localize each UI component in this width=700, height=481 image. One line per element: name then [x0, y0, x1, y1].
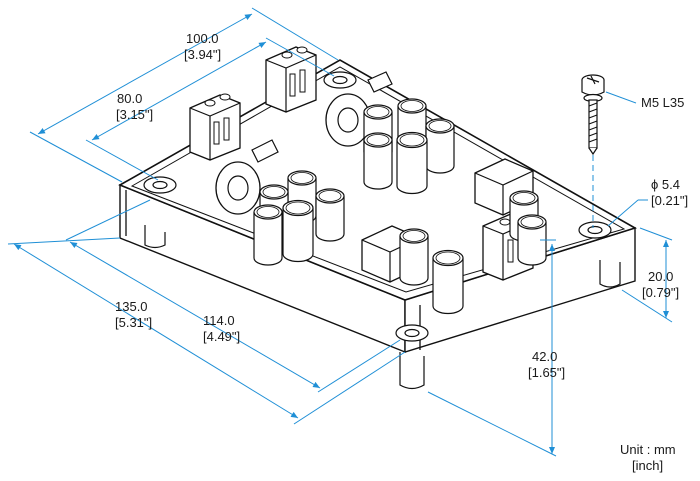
- height-mm: 20.0: [648, 269, 673, 284]
- length-outer-inch: [5.31"]: [115, 315, 152, 330]
- length-outer-mm: 135.0: [115, 299, 148, 314]
- capacitor: [425, 118, 455, 174]
- capacitors: [253, 98, 547, 315]
- hole-diameter-mm: ϕ 5.4: [651, 177, 680, 192]
- terminal-block-rear-right: [265, 46, 317, 113]
- length-holes-mm: 114.0: [203, 313, 235, 328]
- dimension-labels: 100.0 [3.94"] 80.0 [3.15"] 135.0 [5.31"]…: [115, 31, 688, 473]
- component-height-mm: 42.0: [532, 349, 557, 364]
- capacitor: [432, 249, 464, 315]
- diode-left: [215, 139, 279, 215]
- component-height-inch: [1.65"]: [528, 365, 565, 380]
- width-outer-mm: 100.0: [186, 31, 219, 46]
- capacitor: [399, 228, 429, 286]
- width-holes-mm: 80.0: [117, 91, 142, 106]
- foot-right: [599, 260, 621, 288]
- terminal-block-rear-left: [189, 93, 241, 161]
- capacitor: [315, 188, 345, 242]
- capacitor: [396, 131, 428, 195]
- width-holes-inch: [3.15"]: [116, 107, 153, 122]
- capacitor: [253, 204, 283, 266]
- width-outer-inch: [3.94"]: [184, 47, 221, 62]
- units-line1: Unit : mm: [620, 442, 676, 457]
- mounting-screw: [581, 74, 605, 228]
- height-inch: [0.79"]: [642, 285, 679, 300]
- hole-diameter-inch: [0.21"]: [651, 193, 688, 208]
- screw-label: M5 L35: [641, 95, 684, 110]
- length-holes-inch: [4.49"]: [203, 329, 240, 344]
- dimension-lines: [7, 7, 673, 457]
- units-line2: [inch]: [632, 458, 663, 473]
- capacitor: [517, 214, 547, 266]
- capacitor: [363, 132, 393, 190]
- mounting-holes: [143, 71, 612, 342]
- foot-front: [399, 352, 425, 390]
- capacitor: [282, 199, 314, 263]
